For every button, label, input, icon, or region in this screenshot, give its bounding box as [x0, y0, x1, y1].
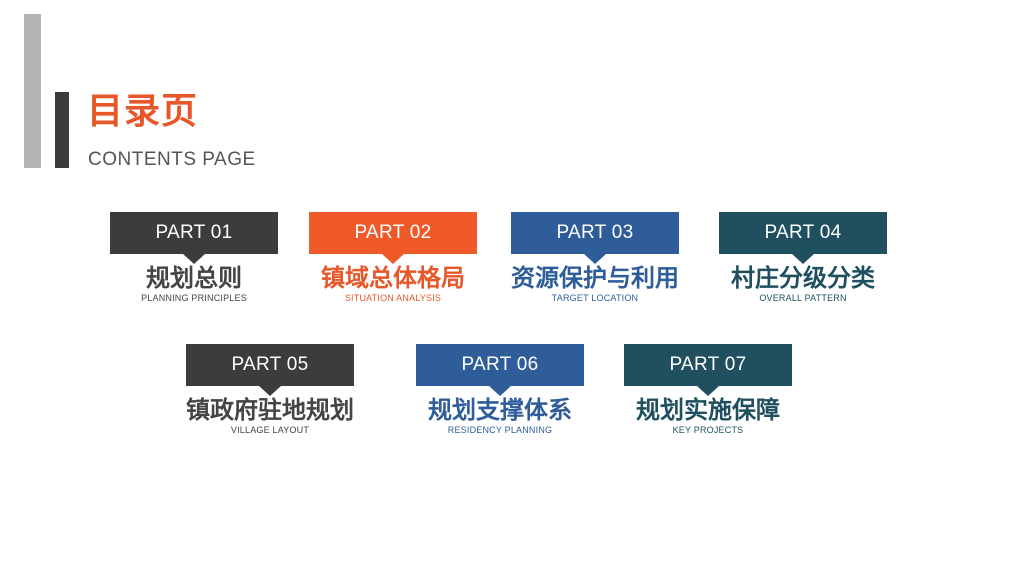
part-title-cn: 村庄分级分类 — [731, 263, 875, 292]
part-badge: PART 03 — [511, 212, 679, 264]
page-subtitle: CONTENTS PAGE — [88, 149, 256, 170]
notch-shape — [584, 254, 606, 264]
part-title-en: KEY PROJECTS — [672, 425, 744, 435]
part-title-cn: 资源保护与利用 — [511, 263, 679, 292]
part-title-cn: 规划总则 — [146, 263, 242, 292]
part-badge: PART 07 — [624, 344, 792, 396]
part-item-07[interactable]: PART 07 规划实施保障 KEY PROJECTS — [624, 344, 792, 435]
part-title-en: OVERALL PATTERN — [759, 293, 847, 303]
part-badge: PART 05 — [186, 344, 354, 396]
notch-shape — [183, 254, 205, 264]
part-title-en: RESIDENCY PLANNING — [447, 425, 553, 435]
part-label: PART 07 — [669, 354, 747, 375]
part-label: PART 06 — [461, 354, 539, 375]
notch-shape — [489, 386, 511, 396]
part-badge: PART 04 — [719, 212, 887, 264]
part-label: PART 01 — [155, 222, 233, 243]
part-title-cn: 镇域总体格局 — [321, 263, 465, 292]
part-badge: PART 02 — [309, 212, 477, 264]
part-title-en: PLANNING PRINCIPLES — [141, 293, 247, 303]
part-item-02[interactable]: PART 02 镇域总体格局 SITUATION ANALYSIS — [309, 212, 477, 303]
notch-shape — [697, 386, 719, 396]
page-title: 目录页 — [87, 90, 199, 132]
part-item-03[interactable]: PART 03 资源保护与利用 TARGET LOCATION — [511, 212, 679, 303]
part-label: PART 04 — [764, 222, 842, 243]
part-title-en: TARGET LOCATION — [551, 293, 639, 303]
part-title-en: VILLAGE LAYOUT — [230, 425, 310, 435]
decor-bar-light — [24, 14, 41, 168]
part-title-cn: 规划支撑体系 — [428, 395, 572, 424]
part-item-06[interactable]: PART 06 规划支撑体系 RESIDENCY PLANNING — [416, 344, 584, 435]
part-label: PART 03 — [556, 222, 634, 243]
part-item-05[interactable]: PART 05 镇政府驻地规划 VILLAGE LAYOUT — [186, 344, 354, 435]
part-label: PART 02 — [354, 222, 432, 243]
part-badge: PART 06 — [416, 344, 584, 396]
part-title-cn: 规划实施保障 — [636, 395, 780, 424]
part-item-01[interactable]: PART 01 规划总则 PLANNING PRINCIPLES — [110, 212, 278, 303]
part-badge: PART 01 — [110, 212, 278, 264]
part-title-cn: 镇政府驻地规划 — [186, 395, 354, 424]
part-item-04[interactable]: PART 04 村庄分级分类 OVERALL PATTERN — [719, 212, 887, 303]
part-label: PART 05 — [231, 354, 309, 375]
part-title-en: SITUATION ANALYSIS — [344, 293, 442, 303]
notch-shape — [792, 254, 814, 264]
decor-bar-dark — [55, 92, 69, 168]
notch-shape — [382, 254, 404, 264]
notch-shape — [259, 386, 281, 396]
